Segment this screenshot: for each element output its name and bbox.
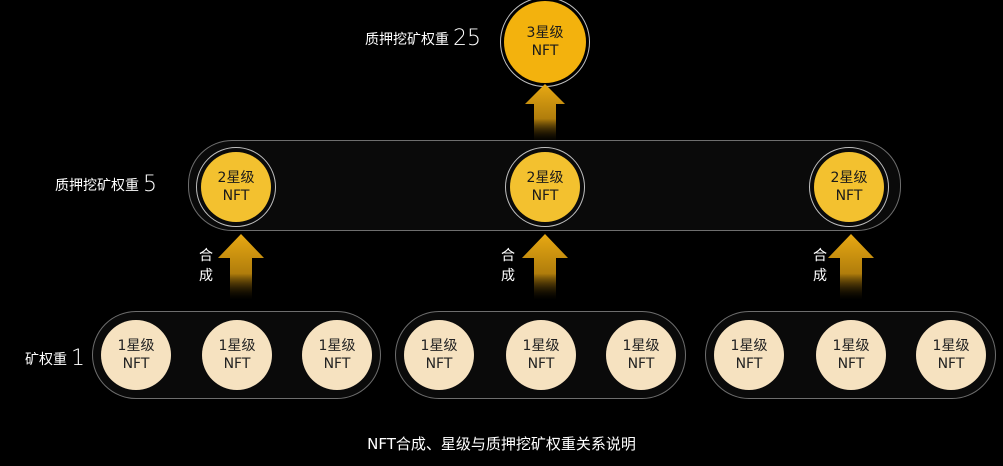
star3-node: 3星级 NFT: [504, 1, 586, 83]
weight-label-bottom-text: 矿权重: [25, 352, 67, 368]
node-star-label: 1星级: [730, 338, 768, 354]
merge-label: 合 成: [500, 246, 516, 286]
node-star-label: 2星级: [217, 170, 255, 186]
weight-label-bottom-value: 1: [71, 346, 85, 371]
up-arrow-icon: [522, 234, 568, 300]
diagram-caption: NFT合成、星级与质押挖矿权重关系说明: [367, 435, 636, 453]
star1-node: 1星级 NFT: [714, 320, 784, 390]
merge-label-char: 成: [501, 268, 515, 284]
node-nft-label: NFT: [527, 356, 555, 372]
node-star-label: 1星级: [420, 338, 458, 354]
star2-node: 2星级 NFT: [510, 152, 580, 222]
star2-node-ring: [196, 147, 276, 227]
merge-label-char: 成: [199, 268, 213, 284]
weight-label-top-text: 质押挖矿权重: [365, 32, 449, 48]
node-nft-label: NFT: [835, 188, 863, 204]
node-nft-label: NFT: [531, 43, 559, 59]
star2-node: 2星级 NFT: [814, 152, 884, 222]
node-nft-label: NFT: [222, 188, 250, 204]
star2-node-ring: [505, 147, 585, 227]
merge-label-char: 合: [813, 248, 827, 264]
merge-label-char: 合: [199, 248, 213, 264]
node-star-label: 1星级: [522, 338, 560, 354]
star1-node: 1星级 NFT: [816, 320, 886, 390]
node-star-label: 1星级: [622, 338, 660, 354]
star2-node: 2星级 NFT: [201, 152, 271, 222]
star1-node: 1星级 NFT: [202, 320, 272, 390]
star1-node: 1星级 NFT: [404, 320, 474, 390]
up-arrow-icon: [828, 234, 874, 300]
node-nft-label: NFT: [937, 356, 965, 372]
star1-node: 1星级 NFT: [302, 320, 372, 390]
weight-label-top-value: 25: [453, 26, 481, 51]
node-star-label: 1星级: [932, 338, 970, 354]
node-star-label: 2星级: [526, 170, 564, 186]
merge-label-char: 合: [501, 248, 515, 264]
merge-label: 合 成: [198, 246, 214, 286]
star1-node: 1星级 NFT: [606, 320, 676, 390]
star1-node: 1星级 NFT: [506, 320, 576, 390]
up-arrow-icon: [218, 234, 264, 300]
node-nft-label: NFT: [837, 356, 865, 372]
star2-node-ring: [809, 147, 889, 227]
merge-label-char: 成: [813, 268, 827, 284]
node-star-label: 1星级: [832, 338, 870, 354]
node-nft-label: NFT: [323, 356, 351, 372]
node-star-label: 1星级: [117, 338, 155, 354]
weight-label-middle-text: 质押挖矿权重: [55, 178, 139, 194]
node-nft-label: NFT: [627, 356, 655, 372]
up-arrow-icon: [525, 84, 565, 142]
star1-node: 1星级 NFT: [101, 320, 171, 390]
merge-label: 合 成: [812, 246, 828, 286]
node-star-label: 1星级: [318, 338, 356, 354]
node-star-label: 2星级: [830, 170, 868, 186]
star1-node: 1星级 NFT: [916, 320, 986, 390]
node-nft-label: NFT: [425, 356, 453, 372]
node-nft-label: NFT: [735, 356, 763, 372]
node-nft-label: NFT: [122, 356, 150, 372]
weight-label-middle-value: 5: [143, 172, 157, 197]
node-nft-label: NFT: [531, 188, 559, 204]
node-star-label: 1星级: [218, 338, 256, 354]
node-nft-label: NFT: [223, 356, 251, 372]
node-star-label: 3星级: [526, 25, 564, 41]
